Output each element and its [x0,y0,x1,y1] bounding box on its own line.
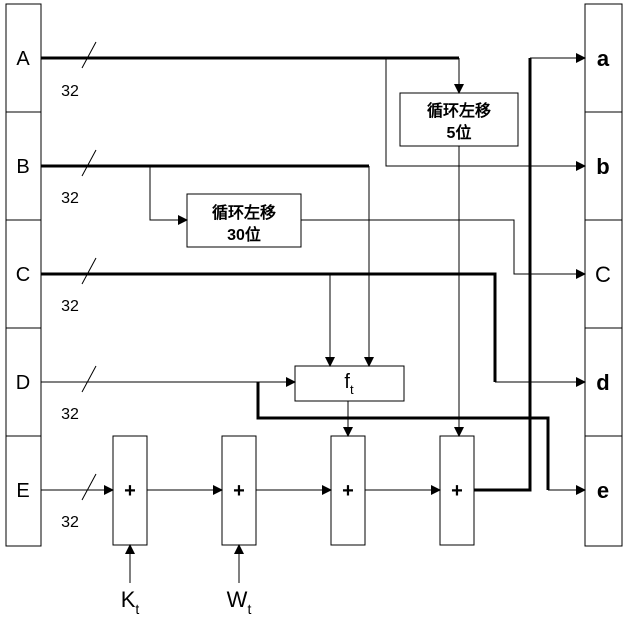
ft-base: f [344,371,350,393]
wire-A-to-b [385,58,586,171]
register-label-C: C [16,264,30,286]
register-label-a: a [597,46,610,71]
adder-2: + [221,435,257,546]
bus-width-label-E: 32 [61,514,79,531]
kt-sub: t [135,601,139,617]
rotl5-line1: 循环左移 [427,101,491,120]
bus-width-label-C: 32 [61,298,79,315]
wire-C-to-d [41,272,497,382]
wt-sub: t [247,601,251,617]
rotl5-line2: 5位 [447,123,472,142]
ft-sub: t [350,382,354,397]
ft-function-box: ft [294,365,405,402]
bus-width-label-B: 32 [61,190,79,207]
adder-1-symbol: + [124,480,136,502]
wire-rotl30-to-c [301,219,586,279]
adder-4-symbol: + [451,480,463,502]
kt-base: K [121,587,136,612]
register-label-A: A [16,48,30,70]
adder-3: + [330,435,366,546]
rotl30-line2: 30位 [227,225,261,244]
svg-text:ft: ft [344,371,354,397]
wire-ft-out-to-e [256,382,550,490]
bus-width-label-A: 32 [61,83,79,100]
bus-width-slashes [81,41,97,501]
register-label-D: D [16,372,30,394]
adder-2-symbol: + [233,480,245,502]
svg-text:Kt: Kt [121,587,140,617]
wire-B-to-rotl30 [149,166,188,225]
thin-connections [41,58,586,583]
wt-base: W [227,587,248,612]
register-label-B: B [16,156,29,178]
rotl30-line1: 循环左移 [212,203,276,222]
thick-connections [41,56,550,492]
register-label-e: e [597,478,609,503]
svg-text:Wt: Wt [227,587,252,617]
register-label-c: C [595,262,611,287]
adder-4: + [439,435,475,546]
bus-width-label-D: 32 [61,406,79,423]
adder-1: + [112,435,148,546]
register-label-E: E [16,480,29,502]
rotl30-box: 循环左移 30位 [186,193,302,248]
adder-3-symbol: + [342,480,354,502]
rotl5-box: 循环左移 5位 [399,92,519,147]
register-label-d: d [596,370,609,395]
wire-sum-to-a [474,58,532,492]
register-label-b: b [596,154,609,179]
